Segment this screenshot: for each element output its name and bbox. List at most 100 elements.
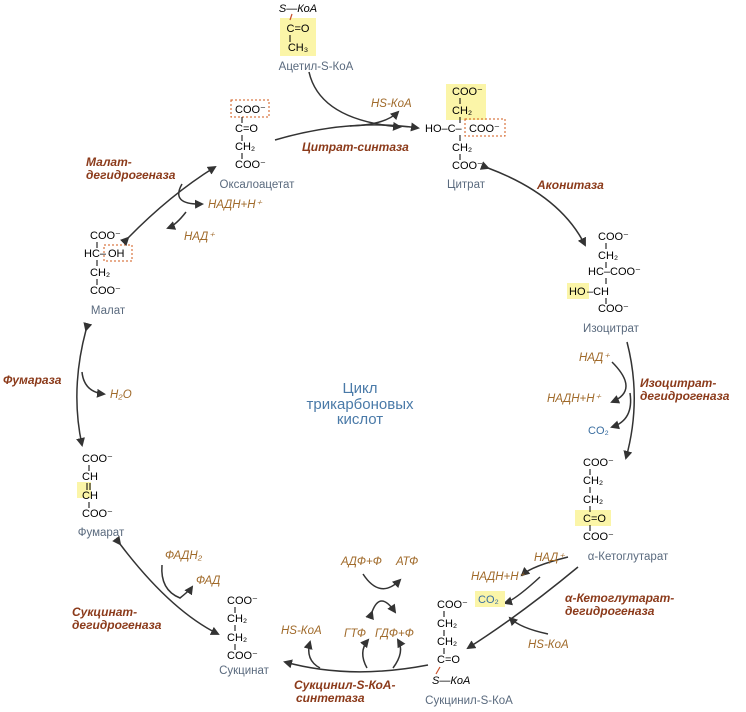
citrate-coo-1: COO⁻ — [452, 86, 483, 98]
enzyme-icdh-line-2: дегидрогеназа — [640, 389, 730, 403]
arrow-nadh-mdh — [166, 211, 187, 230]
malate-coo-2: COO⁻ — [90, 285, 121, 297]
acetyl-highlight — [280, 18, 316, 56]
fumarate-ch-2: CH — [82, 490, 98, 502]
akg-coo-1: COO⁻ — [583, 457, 614, 469]
citrate-coo-2: COO⁻ — [469, 123, 500, 135]
fumarate-coo-2: COO⁻ — [82, 508, 113, 520]
akg-carbonyl: C=O — [583, 513, 606, 525]
arrow-nad-icdh — [610, 361, 627, 404]
cofactor-co2-akgdh: CO₂ — [478, 594, 499, 606]
succcoa-carbonyl: C=O — [437, 654, 460, 666]
arrow-citrate-isocitrate — [479, 161, 586, 247]
malate-ch2: CH₂ — [90, 267, 110, 279]
succinate-coo-1: COO⁻ — [227, 595, 258, 607]
akg-structure: COO⁻ CH₂ CH₂ C=O COO⁻ α-Кетоглутарат — [575, 457, 669, 563]
enzyme-citrate-synthase: Цитрат-синтаза — [302, 140, 409, 154]
isocitrate-coo-1: COO⁻ — [598, 231, 629, 243]
oaa-ch2: CH₂ — [235, 141, 255, 153]
succcoa-s-coa: S—КоА — [432, 675, 470, 687]
isocitrate-ch: –CH — [587, 286, 609, 298]
isocitrate-ch2: CH₂ — [598, 250, 618, 262]
succinate-coo-2: COO⁻ — [227, 650, 258, 662]
cofactor-nadh-icdh: НАДН+Н⁺ — [547, 393, 602, 405]
label-isocitrate: Изоцитрат — [583, 323, 640, 335]
cofactor-nad-icdh: НАД⁺ — [579, 352, 610, 364]
fumarate-coo-1: COO⁻ — [82, 453, 113, 465]
fumarate-structure: COO⁻ CH CH COO⁻ Фумарат — [77, 453, 125, 539]
akg-coo-2: COO⁻ — [583, 531, 614, 543]
isocitrate-coo-2: COO⁻ — [598, 303, 629, 315]
arrow-nad-akgdh — [520, 556, 569, 577]
enzyme-icdh-line-1: Изоцитрат- — [640, 376, 716, 390]
cofactor-co2-icdh: CO₂ — [588, 425, 609, 437]
co2-akg-highlight — [475, 591, 505, 607]
citrate-ch2-1: CH₂ — [452, 105, 472, 117]
arrow-gdp-gtp — [360, 638, 370, 669]
title-line-1: Цикл — [343, 380, 378, 397]
cofactor-hs-coa-1: HS-КоА — [371, 98, 412, 110]
citrate-coo-3: COO⁻ — [452, 160, 483, 172]
enzyme-akgdh-line-2: дегидрогеназа — [565, 604, 655, 618]
arrow-malate-fumarate — [76, 322, 93, 447]
isocitrate-highlight — [567, 283, 589, 299]
title-line-3: кислот — [337, 411, 383, 428]
isocitrate-ho: HO — [569, 286, 586, 298]
akg-ch2-1: CH₂ — [583, 475, 603, 487]
label-citrate: Цитрат — [447, 179, 486, 191]
title-line-2: трикарбоновых — [307, 396, 414, 413]
oaa-box — [230, 99, 270, 118]
label-succinate: Сукцинат — [219, 665, 270, 677]
cofactor-gtp: ГТФ — [344, 628, 366, 640]
malate-box — [103, 244, 133, 262]
akg-ch2-2: CH₂ — [583, 494, 603, 506]
isocitrate-hc-coo: HC–COO⁻ — [588, 266, 641, 278]
oaa-carbonyl: C=O — [235, 123, 258, 135]
cofactor-nadh-mdh: НАДН+Н⁺ — [208, 199, 263, 211]
acetyl-coa-structure: S—КоА C=O CH₃ Ацетил-S-КоА — [279, 3, 354, 73]
label-malate: Малат — [91, 305, 126, 317]
arrow-adp-atp — [362, 573, 402, 590]
arrow-akg-to-succcoa — [466, 566, 579, 650]
oxaloacetate-structure: COO⁻ C=O CH₂ COO⁻ Оксалоацетат — [220, 99, 295, 191]
enzyme-mdh-line-2: дегидрогеназа — [86, 168, 176, 182]
cofactor-nad-mdh: НАД⁺ — [184, 231, 215, 243]
arrow-co2-icdh — [610, 392, 632, 430]
fumarate-ch-1: CH — [82, 471, 98, 483]
arrow-hs-coa-scs — [303, 640, 321, 669]
label-akg: α-Кетоглутарат — [588, 551, 669, 563]
arrow-fad-fadh2 — [161, 564, 194, 599]
malate-coo-1: COO⁻ — [90, 230, 121, 242]
malate-hc: HC– — [84, 248, 107, 260]
isocitrate-structure: COO⁻ CH₂ HC–COO⁻ HO –CH COO⁻ Изоцитрат — [567, 231, 641, 335]
malate-oh: OH — [108, 248, 125, 260]
cofactor-nadh-akgdh: НАДН+Н⁺ — [471, 571, 526, 583]
enzyme-akgdh-line-1: α-Кетоглутарат- — [565, 591, 674, 605]
acetyl-s-coa-group: S—КоА — [279, 3, 317, 15]
enzyme-fumarase: Фумараза — [3, 373, 62, 387]
cofactor-fad: ФАД — [196, 575, 220, 587]
arrow-isocitrate-to-akg — [623, 341, 635, 460]
akg-highlight — [575, 510, 611, 526]
label-fumarate: Фумарат — [78, 527, 125, 539]
enzyme-sdh-line-1: Сукцинат- — [72, 605, 137, 619]
citrate-box — [464, 118, 506, 137]
label-acetyl-coa: Ацетил-S-КоА — [279, 61, 354, 73]
acetyl-carbonyl: C=O — [287, 23, 310, 35]
arrow-oaa-to-citrate — [274, 122, 420, 141]
arrow-nad-mdh — [178, 183, 204, 209]
arrow-gtp-atp-exchange — [365, 600, 397, 621]
arrow-hs-coa-release — [349, 110, 400, 127]
citrate-structure: COO⁻ CH₂ HO–C– COO⁻ CH₂ COO⁻ Цитрат — [425, 84, 506, 191]
succinate-ch2-1: CH₂ — [227, 613, 247, 625]
cycle-title: Цикл трикарбоновых кислот — [307, 380, 414, 428]
arrow-malate-oaa — [119, 165, 217, 247]
cofactor-nad-akgdh: НАД⁺ — [534, 552, 565, 564]
cofactor-gdp: ГДФ+Ф — [375, 628, 414, 640]
enzyme-scs-line-2: синтетаза — [296, 691, 365, 705]
succcoa-coo: COO⁻ — [437, 599, 468, 611]
cofactor-fadh2: ФАДН₂ — [165, 550, 203, 562]
cofactor-hs-coa-scs: HS-КоА — [281, 625, 322, 637]
arrow-fumarate-succinate — [112, 535, 220, 635]
